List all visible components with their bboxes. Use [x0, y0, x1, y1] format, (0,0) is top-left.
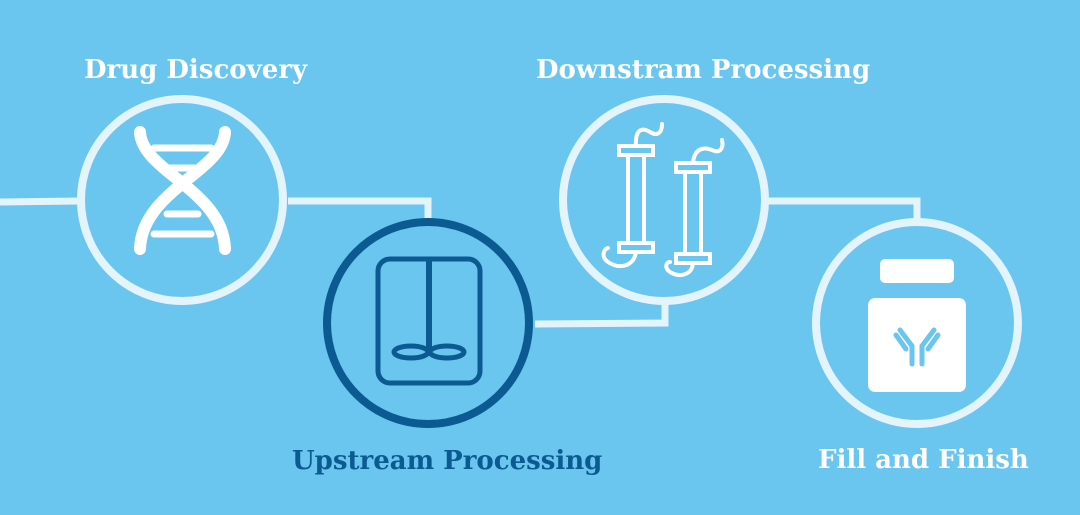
stage-label-downstream-processing: Downstram Processing: [536, 55, 871, 85]
stage-fill-and-finish: [812, 218, 1022, 428]
stage-downstream-processing: [559, 95, 769, 305]
connector-line-2-3: [534, 304, 669, 328]
vial-antibody-icon: [868, 259, 966, 392]
stage-upstream-processing: [323, 218, 533, 428]
antibody-icon: [893, 327, 941, 367]
stage-label-drug-discovery: Drug Discovery: [84, 55, 308, 85]
bioreactor-icon: [375, 256, 483, 386]
stage-label-fill-and-finish: Fill and Finish: [818, 445, 1029, 475]
connector-line-3-4: [768, 197, 921, 222]
connector-line-entry: [0, 197, 81, 206]
connector-line-1-2: [288, 197, 432, 222]
stage-circle-drug-discovery: [77, 95, 287, 305]
chromatography-columns-icon: [601, 122, 725, 277]
stage-drug-discovery: [77, 95, 287, 305]
stage-circle-downstream-processing: [559, 95, 769, 305]
stage-label-upstream-processing: Upstream Processing: [292, 446, 603, 476]
dna-helix-icon: [134, 126, 231, 255]
connector-lines: [0, 197, 921, 328]
